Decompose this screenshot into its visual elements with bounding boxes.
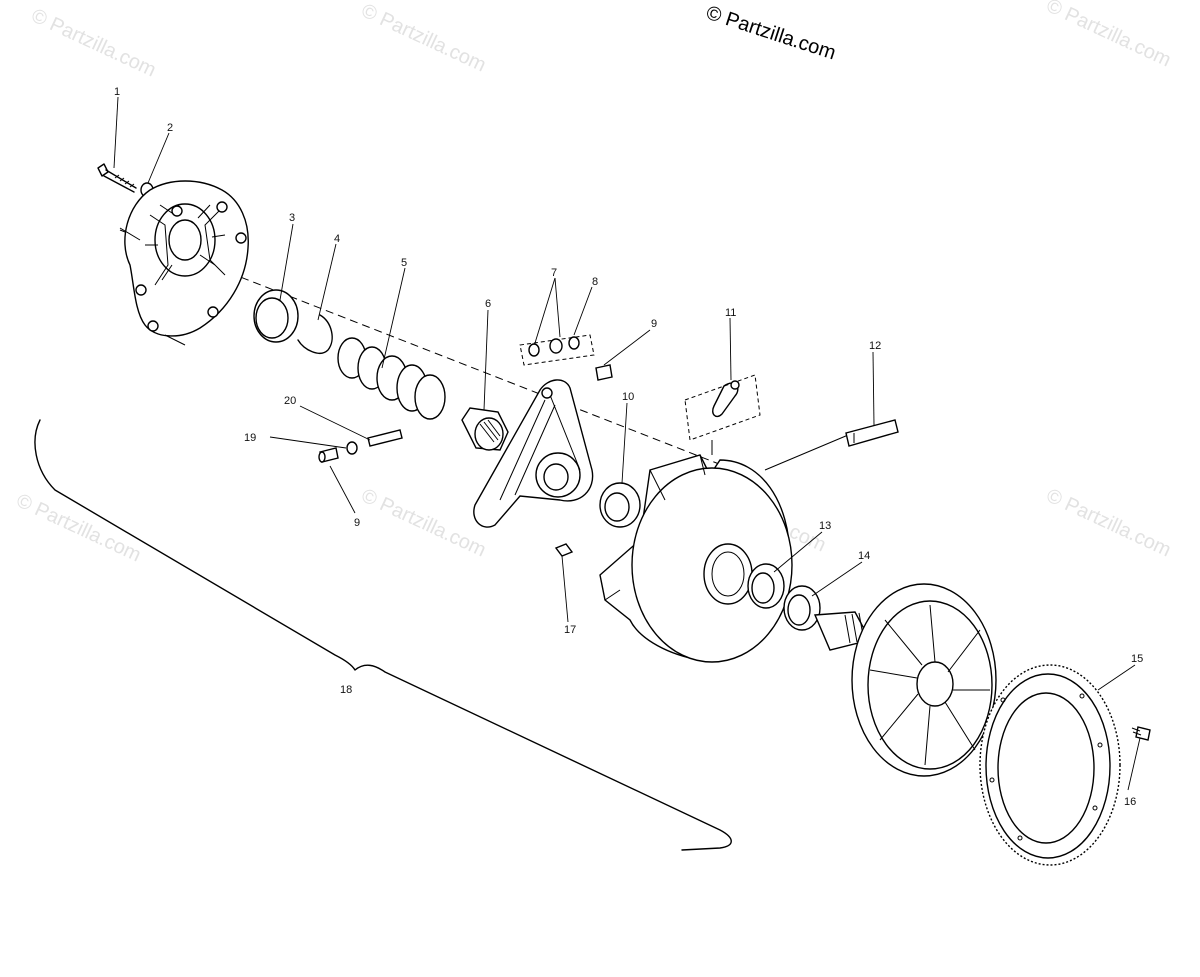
assembly-axis xyxy=(119,229,761,481)
part-14-bushing xyxy=(783,585,821,631)
part-3-bushing xyxy=(253,289,299,343)
watermark-mid-right-b: © Partzilla.com xyxy=(1043,485,1174,562)
part-20-pin xyxy=(367,429,403,447)
spider-arm xyxy=(473,379,594,528)
callout-3: 3 xyxy=(289,212,295,224)
callout-20: 20 xyxy=(284,395,296,407)
part-13-bushing xyxy=(747,563,785,609)
cover-plate xyxy=(119,180,249,346)
part-11-clip xyxy=(684,374,761,441)
fixed-sheave xyxy=(813,583,997,777)
callout-8: 8 xyxy=(592,276,598,288)
watermark-mid-left: © Partzilla.com xyxy=(13,490,144,567)
callout-19: 19 xyxy=(244,432,256,444)
callout-4: 4 xyxy=(334,233,340,245)
callout-15: 15 xyxy=(1131,653,1143,665)
part-15-ring-gear xyxy=(979,664,1121,866)
callout-12: 12 xyxy=(869,340,881,352)
watermark-top-right: © Partzilla.com xyxy=(1043,0,1174,71)
callout-9-right: 9 xyxy=(651,318,657,330)
part-16-screw xyxy=(1131,726,1151,741)
watermark-mid-center: © Partzilla.com xyxy=(358,485,489,562)
part-5-spring xyxy=(337,337,446,420)
part-1-bolt xyxy=(97,163,137,193)
part-12-pin xyxy=(845,419,899,447)
callout-5: 5 xyxy=(401,257,407,269)
part-19-washer xyxy=(346,441,358,455)
watermark-top-center: © Partzilla.com xyxy=(358,0,489,76)
part-6-cam xyxy=(461,407,509,451)
callout-13: 13 xyxy=(819,520,831,532)
callout-7: 7 xyxy=(551,267,557,279)
moveable-sheave xyxy=(599,454,793,663)
part-9-roller-left xyxy=(318,447,339,463)
callout-2: 2 xyxy=(167,122,173,134)
callout-18: 18 xyxy=(340,684,352,696)
callout-6: 6 xyxy=(485,298,491,310)
part-4-snap-ring xyxy=(297,314,333,354)
callout-1: 1 xyxy=(114,86,120,98)
copyright-label: © Partzilla.com xyxy=(703,2,838,65)
part-9-roller-right xyxy=(595,364,613,381)
axis-right xyxy=(764,429,861,471)
leader-lines xyxy=(113,96,1141,791)
callout-11: 11 xyxy=(725,307,736,319)
callout-16: 16 xyxy=(1124,796,1136,808)
callout-17: 17 xyxy=(564,624,576,636)
callout-9-left: 9 xyxy=(354,517,360,529)
watermark-top-left: © Partzilla.com xyxy=(28,5,159,82)
callout-14: 14 xyxy=(858,550,870,562)
callouts: 1 2 3 4 5 6 7 8 9 10 11 12 13 14 15 16 1… xyxy=(114,86,1143,808)
part-18-bracket xyxy=(34,419,732,851)
part-17-nut xyxy=(554,543,574,557)
callout-10: 10 xyxy=(622,391,634,403)
part-7-8-hardware xyxy=(519,334,595,366)
part-10-washer xyxy=(599,482,641,528)
